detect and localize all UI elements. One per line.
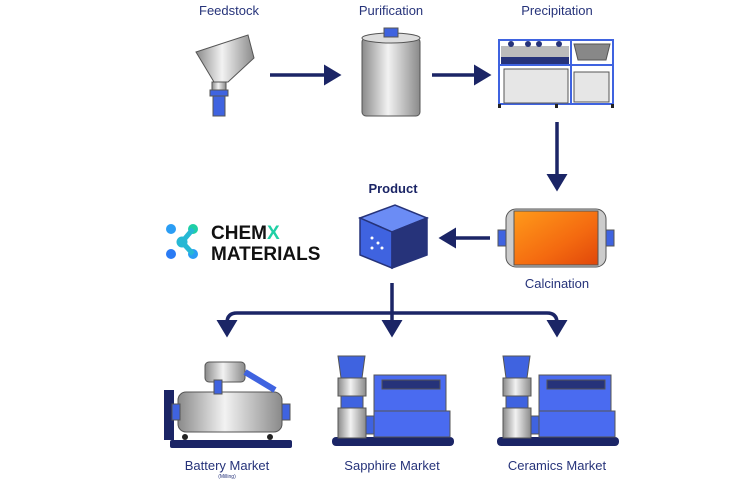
ceramics-market-label: Ceramics Market bbox=[508, 458, 607, 473]
purification-label: Purification bbox=[359, 3, 423, 18]
sapphire-furnace-icon bbox=[332, 355, 454, 446]
product-cube-icon bbox=[357, 204, 430, 270]
logo-text-line2: MATERIALS bbox=[211, 244, 320, 265]
precipitation-station-icon bbox=[498, 39, 614, 108]
product-label: Product bbox=[368, 181, 418, 196]
calcination-kiln-icon bbox=[497, 208, 615, 268]
feedstock-hopper-icon bbox=[195, 34, 255, 117]
chemx-materials-logo: CHEMX MATERIALS bbox=[166, 223, 320, 265]
precipitation-label: Precipitation bbox=[521, 3, 593, 18]
calcination-label: Calcination bbox=[525, 276, 589, 291]
purification-tank-icon bbox=[361, 27, 421, 117]
battery-market-sublabel: (Milling) bbox=[218, 474, 236, 480]
distribution-lines bbox=[225, 283, 559, 333]
logo-mark-icon bbox=[166, 224, 198, 259]
feedstock-label: Feedstock bbox=[199, 3, 259, 18]
flow-arrows bbox=[216, 64, 568, 338]
battery-market-label: Battery Market bbox=[185, 458, 270, 473]
battery-ball-mill-icon bbox=[164, 361, 292, 448]
ceramics-furnace-icon bbox=[497, 355, 619, 446]
sapphire-market-label: Sapphire Market bbox=[344, 458, 440, 473]
logo-text-line1: CHEMX bbox=[211, 223, 280, 244]
